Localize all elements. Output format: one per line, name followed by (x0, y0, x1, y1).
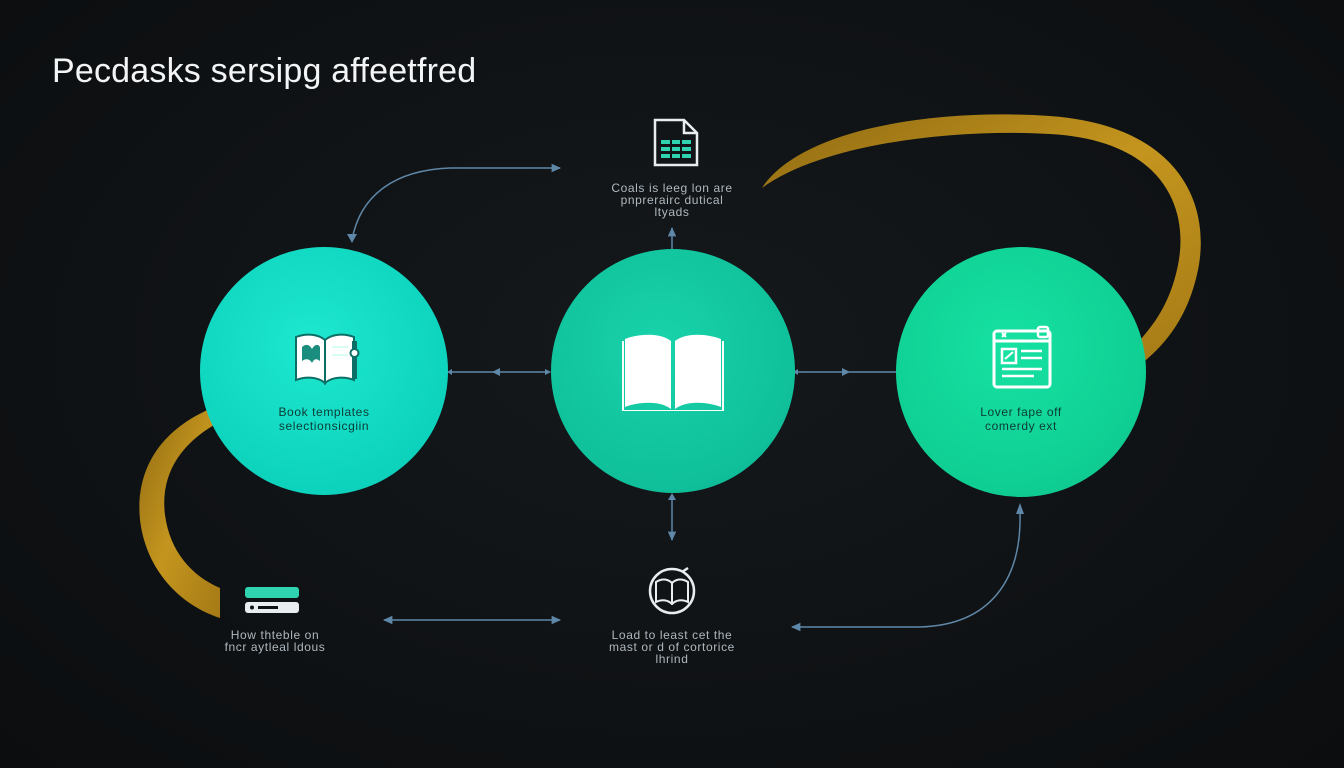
page-title: Pecdasks sersipg affeetfred (52, 52, 477, 90)
gold-arc-top-right (762, 114, 1201, 366)
node-right-label-line-2: comerdy ext (985, 419, 1057, 433)
top-label-line-2: pnprerairc dutical (620, 193, 724, 207)
top-label-line-3: ltyads (654, 205, 690, 219)
bottom-left-label-line-2: fncr aytleal ldous (224, 640, 326, 654)
compass-book-icon (648, 566, 696, 615)
node-left-label-line-2: selectionsicgiin (278, 419, 370, 433)
bottom-left-satellite-label: How thteble on fncr aytleal ldous (195, 629, 355, 653)
bottom-center-label-line-2: mast or d of cortorice (609, 640, 735, 654)
connector-right-arrow (842, 368, 850, 376)
top-satellite-label: Coals is leeg lon are pnprerairc dutical… (572, 182, 772, 218)
node-left-label-line-1: Book templates (278, 405, 370, 419)
connector-curve-top-left-start (347, 234, 357, 243)
connector-right-arrow-2 (793, 369, 798, 375)
bottom-left-label-line-1: How thteble on (230, 628, 320, 642)
connector-left-arrow-3 (545, 369, 551, 375)
node-left-label: Book templates selectionsicgiin (200, 405, 448, 433)
node-center-book[interactable] (551, 249, 795, 493)
bottom-center-satellite-label: Load to least cet the mast or d of corto… (572, 629, 772, 665)
gold-arc-bottom-left (139, 408, 220, 618)
bottom-center-label-line-1: Load to least cet the (611, 628, 733, 642)
connector-curve-bottom-right (790, 511, 1021, 632)
connector-center-down-arrow-top (668, 493, 676, 500)
spreadsheet-file-icon (653, 118, 699, 167)
connector-left-arrow-2 (447, 369, 452, 375)
node-right-label-line-1: Lover fape off (980, 405, 1062, 419)
node-document-editor[interactable]: Lover fape off comerdy ext (896, 247, 1146, 497)
connector-curve-top-left (351, 163, 562, 241)
top-label-line-1: Coals is leeg lon are (611, 181, 733, 195)
node-right-label: Lover fape off comerdy ext (896, 405, 1146, 433)
node-book-templates[interactable]: Book templates selectionsicgiin (200, 247, 448, 495)
open-book-icon (295, 333, 360, 386)
server-stack-icon (245, 587, 299, 613)
connector-curve-bottom-right-start (1016, 503, 1024, 514)
document-editor-icon (992, 325, 1052, 389)
bottom-center-label-line-3: lhrind (655, 652, 689, 666)
connector-left-arrow (492, 368, 500, 376)
book-icon (622, 334, 724, 411)
